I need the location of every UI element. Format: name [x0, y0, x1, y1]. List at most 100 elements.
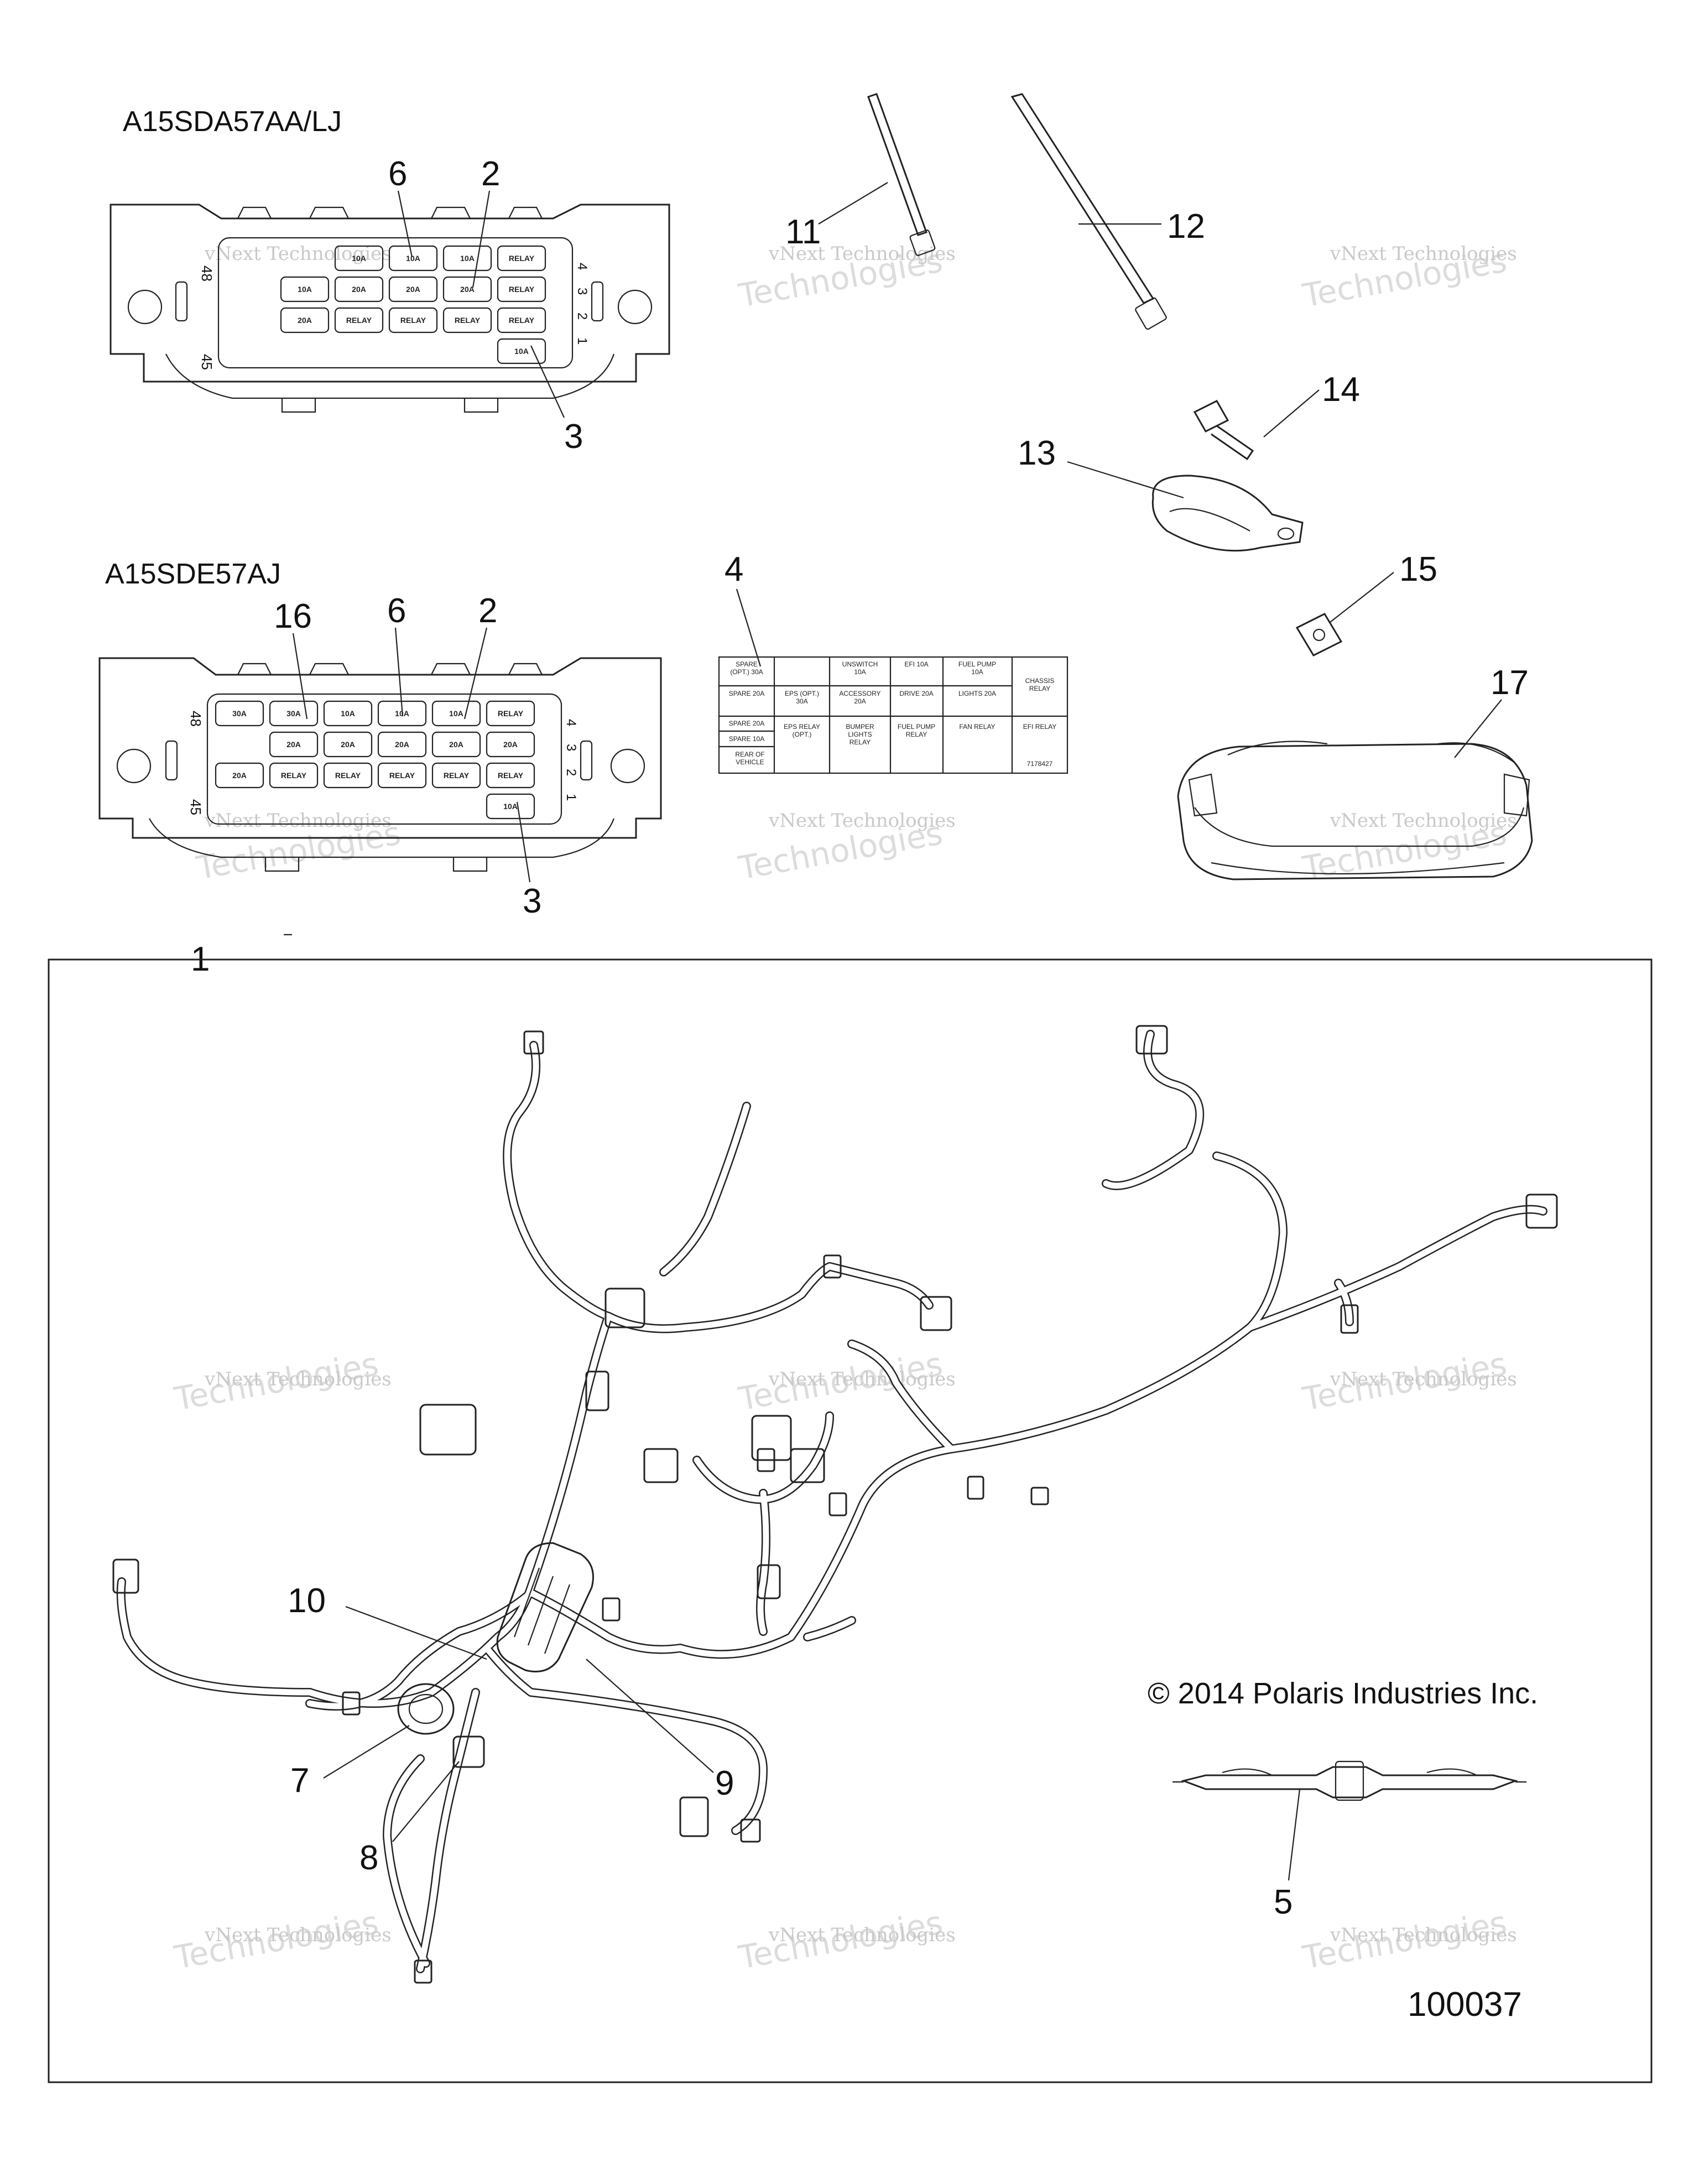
fuse-slot — [486, 762, 535, 789]
decal-text: CHASSIS — [1025, 677, 1055, 685]
connector — [823, 1254, 842, 1279]
fuse-slot — [497, 276, 546, 303]
callout-3: 3 — [564, 418, 583, 456]
connector — [1030, 1487, 1049, 1505]
side-number: 48 — [187, 711, 204, 727]
wire-segment — [118, 1578, 313, 1696]
watermark-text: vNext Technologies — [1330, 1924, 1517, 1946]
fuse-label: 20A — [341, 740, 355, 749]
fuse-box-cover — [1177, 741, 1533, 880]
callout-10: 10 — [288, 1582, 326, 1620]
callout-16: 16 — [274, 597, 312, 635]
decal-text: EPS (OPT.) — [785, 690, 819, 697]
fuse-slot — [442, 307, 492, 333]
connector — [342, 1691, 361, 1716]
wire-segment — [1335, 1280, 1353, 1325]
fuse-slot — [269, 700, 319, 727]
callout-2: 2 — [481, 155, 500, 193]
wire-segment — [1103, 1031, 1203, 1189]
wire-segment — [660, 1103, 750, 1275]
connector — [740, 1818, 761, 1843]
watermarks: Technologies vNext Technologies Technolo… — [171, 242, 1517, 1977]
decal-text: RELAY — [1029, 685, 1050, 692]
fuse-label: 20A — [449, 740, 463, 749]
callout-2: 2 — [478, 592, 497, 630]
wire-segment — [417, 1689, 479, 1972]
wire-segment — [659, 1102, 751, 1276]
fuse-label: 20A — [460, 285, 475, 294]
connector — [751, 1415, 792, 1461]
p-clamp — [1151, 475, 1304, 552]
decal-text: LIGHTS 20A — [958, 690, 996, 697]
side-number: 45 — [199, 354, 215, 370]
fuse-slot — [486, 731, 535, 758]
wire-segment — [677, 1153, 1286, 1657]
watermark-text: vNext Technologies — [1330, 243, 1517, 265]
fuse-label: 20A — [406, 285, 420, 294]
decal-text: 30A — [796, 697, 807, 705]
fuse-slot — [334, 307, 384, 333]
callout-6: 6 — [388, 155, 407, 193]
fuse-slot — [442, 276, 492, 303]
cable-tie-large — [1010, 93, 1167, 330]
fuse-slot — [280, 307, 330, 333]
decal-text: VEHICLE — [736, 758, 764, 766]
decal-text: SPARE 20A — [729, 720, 764, 727]
watermark-text: vNext Technologies — [1330, 1368, 1517, 1390]
side-number: 48 — [199, 265, 215, 282]
fuse-slot — [215, 762, 264, 789]
side-number: 1 — [575, 337, 590, 345]
wire-segment — [692, 1411, 834, 1504]
callout-6: 6 — [387, 592, 406, 630]
fuse-slot — [280, 276, 330, 303]
decal-text: RELAY — [850, 738, 871, 746]
decal-text: REAR OF — [735, 750, 764, 758]
model-label-bottom: A15SDE57AJ — [105, 558, 281, 590]
watermark-text: vNext Technologies — [768, 810, 956, 832]
connector — [602, 1597, 621, 1622]
callout-13: 13 — [1018, 434, 1056, 472]
side-number: 3 — [575, 288, 590, 295]
side-number: 1 — [564, 794, 579, 801]
watermark-text: vNext Technologies — [1330, 810, 1517, 832]
fuse-label: 10A — [449, 709, 463, 718]
fuse-slot — [442, 245, 492, 272]
connector — [643, 1448, 679, 1483]
fuse-label: 10A — [406, 254, 420, 263]
callout-17: 17 — [1490, 664, 1529, 702]
decal-text: LIGHTS — [848, 731, 872, 738]
decal-text: DRIVE 20A — [899, 690, 933, 697]
fuse-label: 20A — [395, 740, 409, 749]
callout-7: 7 — [290, 1761, 309, 1800]
figure-number: 100037 — [1408, 1985, 1522, 2024]
fuse-label: RELAY — [509, 285, 535, 294]
wire-segment — [604, 1262, 934, 1333]
fuse-label: RELAY — [509, 316, 535, 325]
connector — [414, 1959, 432, 1984]
fuse-label: RELAY — [400, 316, 426, 325]
fuse-slot — [388, 245, 438, 272]
callout-8: 8 — [359, 1839, 378, 1877]
harness-components — [112, 1025, 1558, 1984]
fuse-label: RELAY — [281, 771, 307, 780]
fuse-label: 10A — [503, 802, 518, 811]
connector — [452, 1735, 485, 1768]
wire-segment — [1247, 1206, 1546, 1331]
side-number: 3 — [564, 744, 579, 751]
decal-text: 10A — [854, 668, 866, 676]
connector — [1135, 1025, 1168, 1055]
callout-14: 14 — [1322, 371, 1360, 409]
decal-text: EFI 10A — [904, 660, 928, 668]
fuse-label: 20A — [232, 771, 247, 780]
callout-15: 15 — [1399, 550, 1437, 588]
wire-segment — [804, 1617, 855, 1640]
wire-segment — [757, 1490, 769, 1635]
decal-text: 20A — [854, 697, 866, 705]
fuse-label: 10A — [341, 709, 355, 718]
callout-9: 9 — [715, 1764, 734, 1802]
wire-segment — [503, 1041, 613, 1321]
side-number: 4 — [575, 263, 590, 270]
fuse-slot — [497, 338, 546, 364]
fuse-label: 30A — [286, 709, 301, 718]
